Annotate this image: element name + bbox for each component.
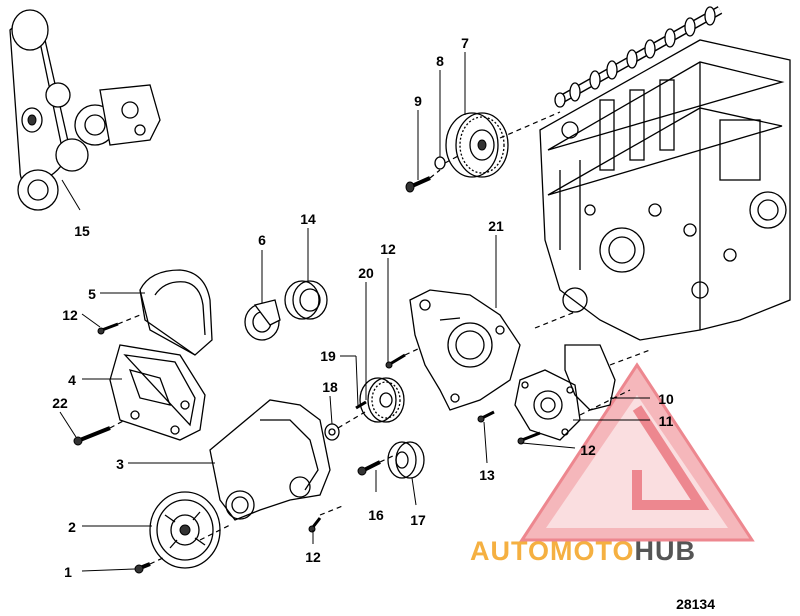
bolt-upper-cover	[97, 322, 119, 335]
callout-20: 20	[358, 265, 374, 281]
callout-2: 2	[68, 519, 76, 535]
watermark-text: AUTOMOTOHUB	[470, 536, 696, 566]
callout-5: 5	[88, 286, 96, 302]
callout-15: 15	[74, 223, 90, 239]
watermark-wordmark: AUTOMOTOHUB	[470, 536, 696, 566]
callout-12-idler: 12	[380, 241, 396, 257]
bolt-lower-cover	[308, 517, 322, 533]
callout-8: 8	[436, 53, 444, 69]
callout-1: 1	[64, 564, 72, 580]
callout-19: 19	[320, 348, 336, 364]
idler-pulley	[284, 280, 328, 320]
callout-11: 11	[659, 413, 674, 429]
lower-timing-cover	[209, 399, 331, 521]
bolt-idler	[385, 353, 406, 369]
belt-tensioner	[244, 299, 281, 341]
water-pump-gasket	[564, 344, 616, 411]
camshaft	[554, 6, 723, 108]
crankshaft-pulley	[149, 491, 221, 569]
watermark-auto: AUTO	[470, 536, 550, 566]
callout-16: 16	[368, 507, 384, 523]
bolt-rear-cover	[477, 410, 495, 423]
stud	[355, 400, 367, 410]
callout-14: 14	[300, 211, 316, 227]
watermark-moto: MOTO	[550, 536, 635, 566]
callout-3: 3	[116, 456, 124, 472]
callout-13: 13	[479, 467, 495, 483]
callout-22: 22	[52, 395, 68, 411]
callout-12-lower-cover: 12	[305, 549, 321, 565]
callout-10: 10	[658, 391, 674, 407]
engine-mount-bracket	[109, 344, 206, 441]
callout-labels: 1 2 3 4 5 6 7 8 9 10 11 12 12 12 12 13 1…	[52, 35, 674, 580]
bolt-crank-pulley	[134, 562, 151, 574]
bolt-water-pump	[517, 431, 541, 445]
crankshaft-sprocket	[387, 441, 425, 479]
callout-6: 6	[258, 232, 266, 248]
callout-9: 9	[414, 93, 422, 109]
watermark-logo-triangle	[519, 362, 755, 542]
bolt-cam-sprocket	[405, 176, 431, 193]
washer	[434, 156, 446, 170]
bolt-crank-sprocket	[357, 460, 381, 476]
callout-7: 7	[461, 35, 469, 51]
callout-4: 4	[68, 372, 76, 388]
callout-12-upper-cover: 12	[62, 307, 78, 323]
bolt-bracket	[73, 426, 111, 446]
rear-timing-cover	[409, 289, 521, 411]
accessory-belt-drive	[9, 9, 161, 211]
leader-lines	[59, 52, 650, 572]
upper-timing-cover	[139, 269, 213, 356]
camshaft-sprocket	[445, 112, 509, 178]
assembly-lines	[109, 111, 651, 565]
water-pump	[514, 369, 581, 441]
callout-17: 17	[410, 512, 426, 528]
callout-21: 21	[488, 218, 504, 234]
engine-block	[539, 39, 791, 341]
watermark-hub: HUB	[635, 536, 697, 566]
idler-gear	[359, 377, 405, 423]
callout-12-water-pump: 12	[580, 442, 596, 458]
callout-18: 18	[322, 379, 338, 395]
figure-reference-number: 28134	[676, 596, 715, 612]
spacer	[324, 423, 340, 441]
